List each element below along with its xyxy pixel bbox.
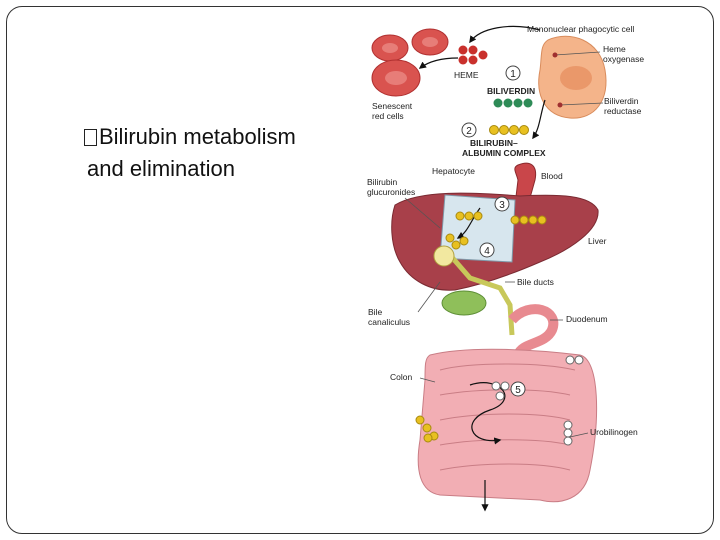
step-1: 1 [505, 65, 521, 81]
label-duodenum: Duodenum [566, 314, 608, 324]
bilirubin-albumin-dots [489, 125, 529, 135]
arrow-to-phagocyte [469, 25, 541, 44]
biliverdin-dots [493, 98, 533, 108]
arrow-to-albumin [532, 99, 546, 140]
svg-text:2: 2 [466, 126, 472, 137]
label-bilirubin-albumin-1: BILIRUBIN– [470, 138, 518, 148]
bullet-line-2: and elimination [87, 155, 235, 181]
bullet-line-1: Bilirubin metabolism [99, 124, 296, 149]
label-biliverdin: BILIVERDIN [487, 86, 535, 96]
step-2: 2 [461, 122, 477, 138]
label-bile-canaliculus-2: canaliculus [368, 317, 410, 327]
svg-text:4: 4 [484, 246, 490, 257]
step-4: 4 [479, 242, 495, 258]
label-heme: HEME [454, 70, 479, 80]
bullet-glyph-icon [84, 129, 97, 146]
label-biliverdin-reductase-1: Biliverdin [604, 96, 639, 106]
label-mononuclear: Mononuclear phagocytic cell [527, 24, 634, 34]
label-bile-ducts: Bile ducts [517, 277, 554, 287]
pointer-biliverdin-reductase [559, 102, 604, 106]
urobilinogen-dots [491, 355, 584, 446]
bile-canaliculus [433, 245, 455, 267]
label-colon: Colon [390, 372, 412, 382]
duodenum [508, 304, 559, 358]
arrow-rbc-to-heme [418, 57, 459, 69]
heme-dots [458, 45, 488, 65]
label-bile-canaliculus-1: Bile [368, 307, 382, 317]
svg-text:1: 1 [510, 69, 516, 80]
colon-bilirubin-dots [415, 415, 439, 443]
gallbladder [441, 290, 487, 316]
label-bilirubin-gluc-1: Bilirubin [367, 177, 398, 187]
label-blood: Blood [541, 171, 563, 181]
pointer-heme-oxygenase [554, 51, 601, 56]
label-hepatocyte: Hepatocyte [432, 166, 475, 176]
label-liver: Liver [588, 236, 607, 246]
bullet-text: Bilirubin metabolism and elimination [84, 121, 344, 185]
svg-text:5: 5 [515, 385, 521, 396]
label-senescent-1: Senescent [372, 101, 413, 111]
senescent-red-cells [371, 28, 449, 97]
step-5: 5 [510, 381, 526, 397]
label-heme-oxygenase-1: Heme [603, 44, 626, 54]
label-biliverdin-reductase-2: reductase [604, 106, 642, 116]
liver-bilirubin-dots [445, 211, 547, 250]
intestines [417, 348, 598, 512]
label-senescent-2: red cells [372, 111, 404, 121]
step-3: 3 [494, 196, 510, 212]
label-heme-oxygenase-2: oxygenase [603, 54, 644, 64]
label-bilirubin-gluc-2: glucuronides [367, 187, 415, 197]
phagocytic-cell [538, 35, 607, 119]
label-urobilinogen: Urobilinogen [590, 427, 638, 437]
svg-text:3: 3 [499, 200, 505, 211]
label-bilirubin-albumin-2: ALBUMIN COMPLEX [462, 148, 546, 158]
